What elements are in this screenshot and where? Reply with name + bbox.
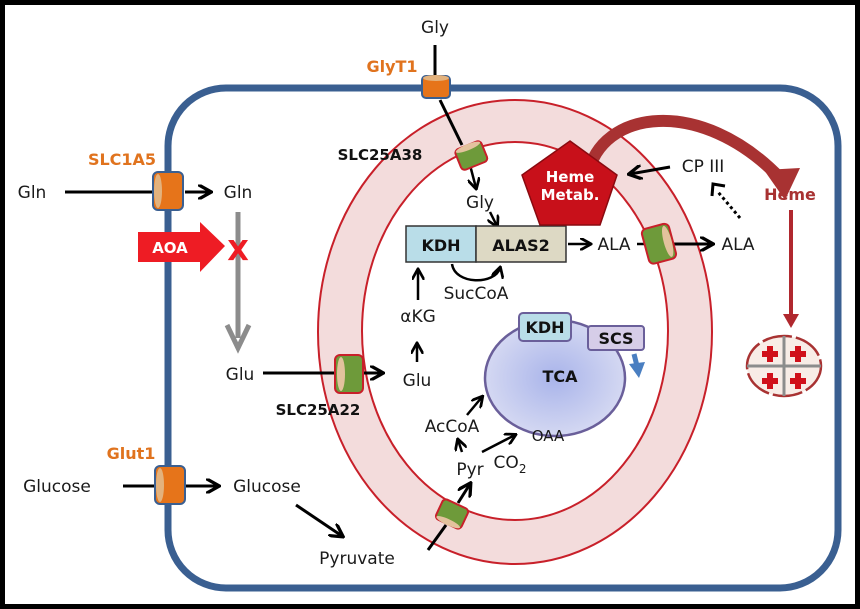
- scs-output-arrow-icon: [629, 353, 645, 378]
- cell-membrane: [164, 84, 842, 592]
- label-slc25a38: SLC25A38: [338, 146, 423, 164]
- label-gly-extracellular: Gly: [421, 18, 449, 38]
- label-alas2: ALAS2: [492, 236, 550, 255]
- gln-to-glu-arrowhead: [224, 323, 252, 354]
- label-tca-kdh: KDH: [525, 318, 564, 337]
- cp3-to-heme-arrow: [630, 167, 671, 174]
- pyr-to-oaa-arrow: [481, 435, 515, 454]
- label-ala-cytosol: ALA: [721, 235, 754, 255]
- pyruvate-mito-arrow: [456, 484, 470, 504]
- pyruvate-import-line: [426, 524, 448, 551]
- label-heme-metab-line2: Metab.: [541, 186, 600, 204]
- accoa-to-tca-arrow: [466, 397, 482, 416]
- kdh-alas2-complex: [405, 225, 567, 263]
- label-slc1a5: SLC1A5: [88, 150, 156, 169]
- ala-transporter: [640, 222, 678, 265]
- pyr-to-accoa-arrow: [458, 440, 462, 453]
- heme-to-hemoglobin-arrowhead: [783, 314, 799, 328]
- label-scs: SCS: [598, 329, 633, 348]
- gly-to-alas2-arrow: [490, 211, 497, 226]
- pyruvate-transporter: [434, 498, 470, 530]
- label-gln-cytosol: Gln: [224, 183, 253, 203]
- alas2-box: [475, 225, 567, 263]
- kdh-box: [405, 225, 477, 263]
- label-akg: αKG: [400, 307, 436, 327]
- label-succoa: SucCoA: [444, 284, 509, 304]
- label-heme: Heme: [764, 185, 816, 204]
- slc1a5-transporter: [152, 171, 184, 211]
- tca-scs-box: [587, 325, 645, 351]
- hemoglobin-icon: [745, 334, 823, 398]
- label-tca: TCA: [542, 367, 578, 386]
- heme-metab-pentagon: [521, 140, 618, 226]
- gly-mito-arrow: [470, 164, 476, 188]
- label-gln-extracellular: Gln: [18, 183, 47, 203]
- label-glut1: Glut1: [107, 444, 156, 463]
- label-glucose-extracellular: Glucose: [23, 477, 91, 497]
- block-x-icon: X: [227, 234, 249, 267]
- gly-transport-line: [438, 99, 464, 146]
- label-glu-mito: Glu: [403, 371, 432, 391]
- glucose-to-pyruvate-arrow: [295, 503, 342, 536]
- slc25a22-transporter: [334, 354, 364, 394]
- aoa-inhibitor-arrow: [138, 222, 225, 272]
- label-cp3: CP III: [682, 157, 725, 177]
- tca-kdh-box: [518, 312, 572, 342]
- heme-export-arrowhead: [764, 168, 800, 200]
- label-ala-mito: ALA: [597, 235, 630, 255]
- heme-export-arrow: [582, 114, 785, 183]
- label-oaa: OAA: [532, 427, 565, 445]
- label-heme-metab-line1: Heme: [546, 168, 595, 186]
- label-glyt1: GlyT1: [366, 57, 417, 76]
- label-glucose-cytosol: Glucose: [233, 477, 301, 497]
- label-pyruvate: Pyruvate: [319, 549, 395, 569]
- label-pyr: Pyr: [456, 460, 483, 480]
- glut1-transporter: [154, 465, 186, 505]
- label-gly-mito: Gly: [466, 193, 494, 213]
- glyt1-transporter: [421, 75, 451, 99]
- label-accoa: AcCoA: [425, 417, 480, 437]
- label-co2: CO2: [494, 453, 527, 476]
- label-slc25a22: SLC25A22: [276, 401, 361, 419]
- succoa-arrow: [450, 263, 500, 282]
- slc25a38-transporter: [454, 140, 489, 171]
- ala-to-cp3-arrowhead: [710, 182, 726, 197]
- label-kdh: KDH: [421, 236, 460, 255]
- label-aoa: AOA: [152, 239, 188, 257]
- label-glu-cytosol: Glu: [226, 365, 255, 385]
